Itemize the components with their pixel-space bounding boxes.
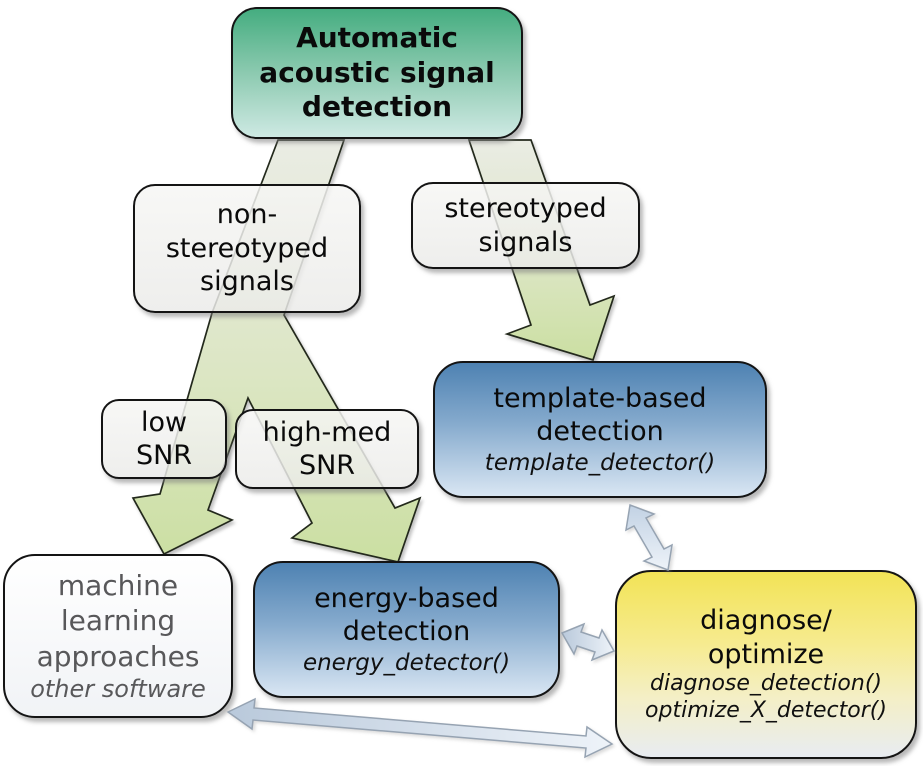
node-non-stereotyped-line1: non- <box>216 199 278 231</box>
node-high-med-snr-line2: SNR <box>298 450 356 481</box>
node-diagnose-optimize-line1: diagnose/ <box>700 605 832 637</box>
node-template-detection-function: template_detector() <box>484 449 716 476</box>
node-energy-detection-line1: energy-based <box>314 583 499 614</box>
node-automatic-detection-line2: acoustic signal <box>259 55 495 89</box>
node-low-snr-line1: low <box>140 406 188 438</box>
node-low-snr-line2: SNR <box>135 440 193 471</box>
node-diagnose-optimize-line2: optimize <box>707 638 825 670</box>
node-energy-detection-function: energy_detector() <box>302 649 511 676</box>
node-automatic-detection: Automatic acoustic signal detection <box>231 7 523 139</box>
node-high-med-snr: high-med SNR <box>235 409 419 489</box>
node-machine-learning: machine learning approaches other softwa… <box>3 554 233 718</box>
node-template-detection: template-based detection template_detect… <box>433 361 767 498</box>
node-energy-detection-line2: detection <box>342 616 471 648</box>
node-non-stereotyped-line2: stereotyped <box>165 232 329 264</box>
node-high-med-snr-line1: high-med <box>262 416 392 448</box>
node-diagnose-optimize-function1: diagnose_detection() <box>650 671 882 697</box>
node-stereotyped-line1: stereotyped <box>444 193 607 225</box>
node-automatic-detection-line1: Automatic <box>296 20 458 54</box>
node-non-stereotyped-signals: non- stereotyped signals <box>133 184 361 313</box>
node-energy-detection: energy-based detection energy_detector() <box>253 561 560 698</box>
node-template-detection-line1: template-based <box>493 383 707 414</box>
node-automatic-detection-line3: detection <box>301 90 453 124</box>
node-machine-learning-note: other software <box>30 675 206 704</box>
node-diagnose-optimize-function2: optimize_X_detector() <box>645 697 887 723</box>
node-machine-learning-line1: machine <box>57 568 179 602</box>
node-machine-learning-line3: approaches <box>36 640 200 674</box>
node-low-snr: low SNR <box>101 399 227 479</box>
node-machine-learning-line2: learning <box>60 604 176 638</box>
node-stereotyped-line2: signals <box>478 226 573 258</box>
node-non-stereotyped-line3: signals <box>200 266 294 298</box>
node-stereotyped-signals: stereotyped signals <box>411 182 640 269</box>
node-template-detection-line2: detection <box>536 416 664 448</box>
node-diagnose-optimize: diagnose/ optimize diagnose_detection() … <box>615 570 917 759</box>
